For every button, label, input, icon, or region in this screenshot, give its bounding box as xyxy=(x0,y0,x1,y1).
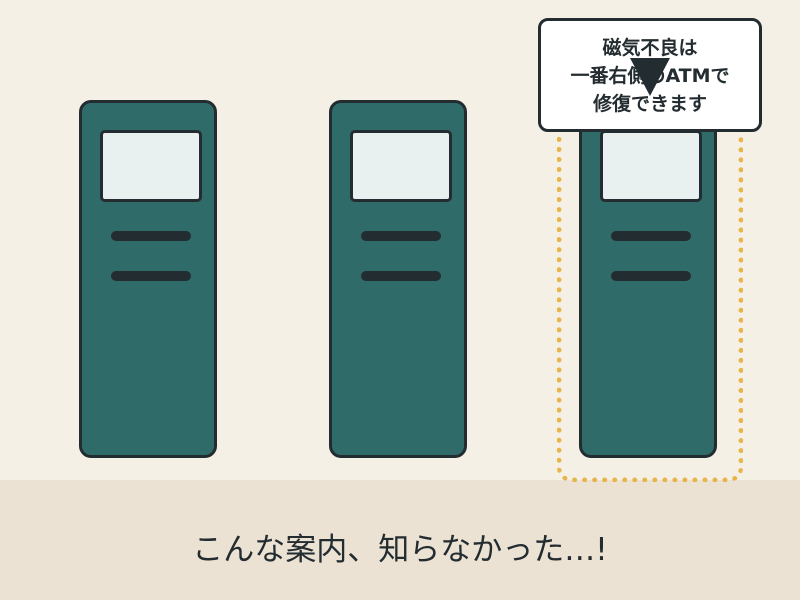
atm-cash-slot xyxy=(361,271,441,281)
atm-highlight-outline xyxy=(557,92,743,482)
atm-card-slot xyxy=(361,231,441,241)
callout-line-3: 修復できます xyxy=(592,93,707,115)
atm-card-slot xyxy=(111,231,191,241)
atm-cash-slot xyxy=(111,271,191,281)
atm-machine-left xyxy=(79,100,217,458)
callout-line-1: 磁気不良は xyxy=(602,37,698,59)
atm-screen xyxy=(100,130,202,202)
atm-screen xyxy=(350,130,452,202)
atm-cash-slot xyxy=(611,271,691,281)
atm-machine-middle xyxy=(329,100,467,458)
atm-card-slot xyxy=(611,231,691,241)
caption-text: こんな案内、知らなかった…! xyxy=(192,532,608,568)
floor-band xyxy=(0,480,800,600)
callout-pointer-arrow xyxy=(630,58,670,96)
